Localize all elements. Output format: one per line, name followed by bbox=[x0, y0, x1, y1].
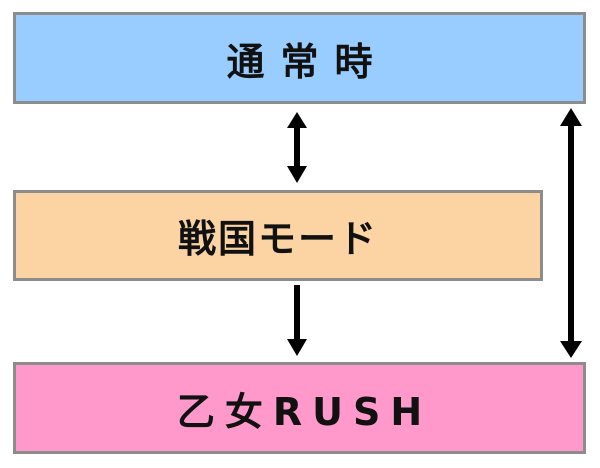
state-label-otome-rush: 乙女RUSH bbox=[176, 389, 433, 434]
state-label-sengoku-mode: 戦国モード bbox=[177, 217, 378, 261]
arrow-normal-otome bbox=[560, 108, 582, 358]
state-box-sengoku-mode: 戦国モード bbox=[13, 190, 543, 281]
state-box-normal: 通常時 bbox=[13, 12, 586, 104]
arrow-normal-sengoku bbox=[287, 112, 307, 183]
state-box-otome-rush: 乙女RUSH bbox=[13, 362, 586, 454]
arrow-sengoku-otome bbox=[287, 285, 307, 356]
state-label-normal: 通常時 bbox=[226, 39, 389, 84]
